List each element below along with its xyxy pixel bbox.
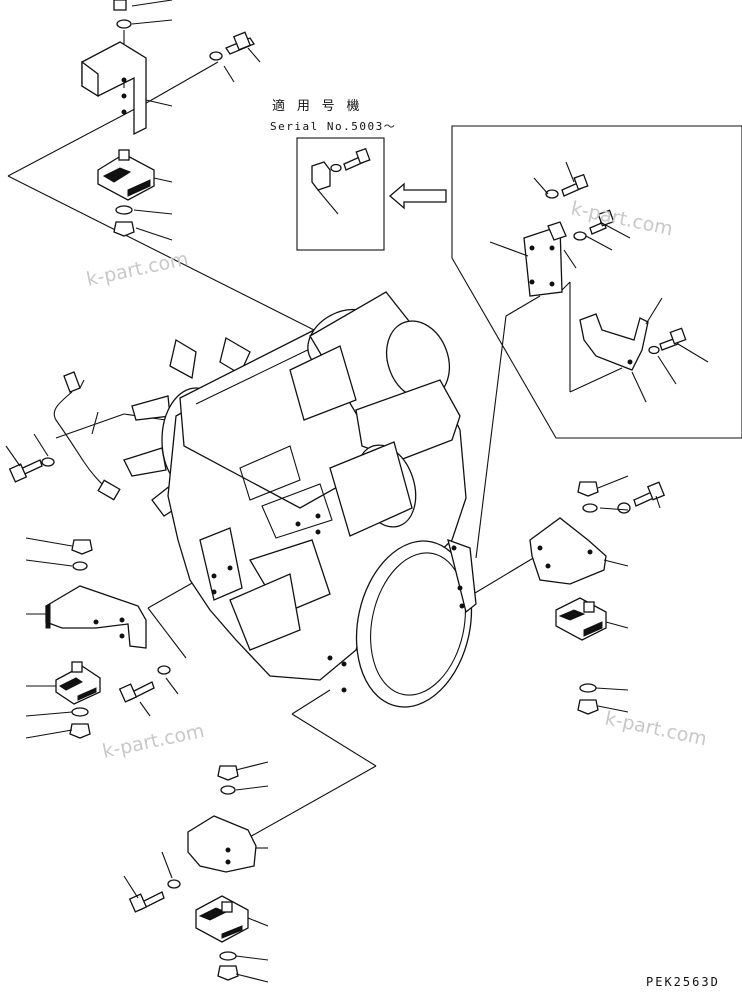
washer-part bbox=[41, 457, 55, 467]
nut-part bbox=[69, 723, 91, 739]
washer-part bbox=[72, 561, 88, 571]
washer-part bbox=[219, 951, 237, 961]
washer-part bbox=[617, 502, 631, 514]
bracket-part bbox=[45, 585, 147, 649]
nut-part bbox=[577, 481, 599, 497]
bottom-mount bbox=[123, 761, 269, 983]
nut-part bbox=[217, 765, 239, 781]
nut-part bbox=[71, 539, 93, 555]
engine-body bbox=[123, 291, 477, 708]
washer-part bbox=[115, 205, 133, 215]
serial-label: Serial No.5003〜 bbox=[270, 120, 396, 133]
drawing-code: PEK2563D bbox=[646, 975, 720, 989]
clip-part bbox=[311, 161, 331, 191]
nut-part bbox=[577, 699, 599, 715]
washer-part bbox=[220, 785, 236, 795]
rubber-mount-part bbox=[555, 597, 607, 641]
nut-part bbox=[113, 221, 135, 237]
washer-part bbox=[116, 19, 132, 29]
arrow-left-icon bbox=[389, 182, 447, 210]
bracket-part bbox=[187, 815, 257, 873]
bracket-part bbox=[529, 517, 607, 585]
watermark-text: k-part.com bbox=[84, 248, 190, 291]
nut-part bbox=[217, 965, 239, 981]
serial-detail-frame bbox=[296, 137, 385, 251]
washer-part bbox=[579, 683, 597, 693]
washer-part bbox=[582, 503, 598, 513]
serial-box: 適 用 号 機 Serial No.5003〜 bbox=[270, 98, 396, 251]
bracket-part bbox=[579, 313, 649, 371]
washer-part bbox=[71, 707, 89, 717]
serial-label-jp: 適 用 号 機 bbox=[272, 98, 361, 114]
washer-part bbox=[209, 51, 223, 61]
left-mount bbox=[25, 537, 179, 739]
washer-part bbox=[545, 189, 559, 199]
plate-part bbox=[523, 225, 563, 297]
watermark-text: k-part.com bbox=[603, 707, 709, 750]
washer-part bbox=[648, 345, 660, 355]
top-left-mount bbox=[81, 0, 261, 241]
washer-part bbox=[167, 879, 181, 889]
washer-part bbox=[573, 231, 587, 241]
nut-part bbox=[113, 0, 127, 11]
washer-part bbox=[157, 665, 171, 675]
right-mount bbox=[529, 475, 666, 715]
sensor-harness bbox=[5, 371, 121, 501]
detail-box bbox=[451, 125, 742, 439]
watermark-text: k-part.com bbox=[100, 720, 206, 763]
